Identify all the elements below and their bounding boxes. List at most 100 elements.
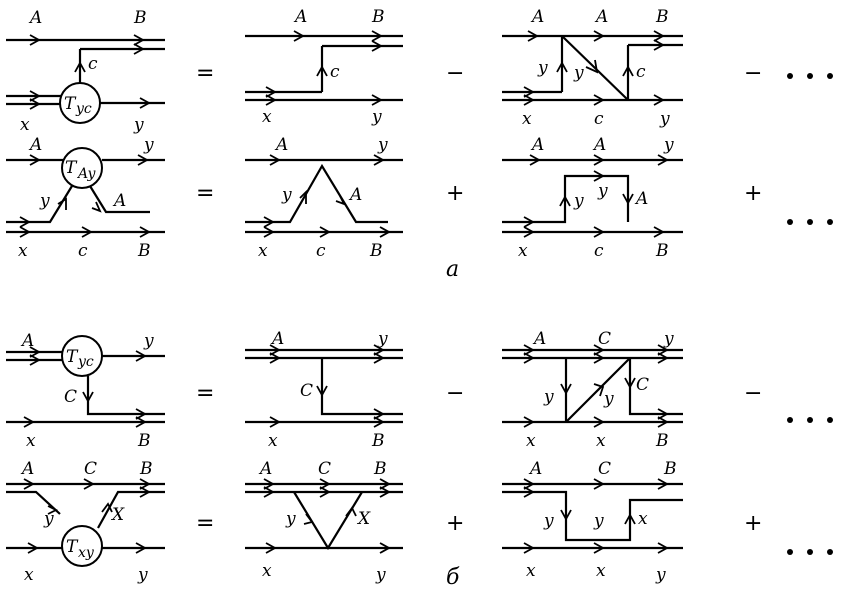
t-label: T (66, 347, 79, 367)
label-B: B (139, 459, 153, 479)
ellipsis-row3 (787, 417, 833, 423)
label-C: C (84, 459, 97, 479)
label-x: x (24, 565, 34, 585)
label-x: x (258, 241, 268, 261)
operator-equals: = (196, 181, 214, 206)
label-x2: x (596, 431, 606, 451)
row4-term2-diagram: A C B y y x x x y (502, 459, 683, 585)
row1-lhs-diagram: T yc A B c x y (6, 8, 165, 135)
t-subscript: yc (77, 354, 94, 370)
operator-minus: − (446, 61, 464, 86)
t-subscript: xy (78, 545, 95, 561)
label-x: x (522, 109, 532, 129)
label-y3: y (655, 565, 666, 585)
label-A2: A (348, 185, 362, 205)
label-y2: y (573, 191, 584, 211)
row3-lhs-diagram: T yc A y C x B (6, 331, 165, 451)
label-y2: y (281, 185, 292, 205)
label-x: x (262, 107, 272, 127)
label-y1: y (663, 329, 674, 349)
ellipsis-row4 (787, 549, 833, 555)
label-c: c (316, 241, 326, 261)
label-y: y (371, 107, 382, 127)
row1-term1-diagram: A B c x y (245, 7, 403, 127)
operator-equals: = (196, 381, 214, 406)
label-c: c (88, 54, 98, 74)
row1-term2-diagram: A A B y y c x c y (502, 7, 683, 129)
label-B: B (369, 241, 383, 261)
label-x1: x (526, 561, 536, 581)
label-B: B (663, 459, 677, 479)
label-C2: C (636, 375, 649, 395)
t-subscript: yc (75, 101, 92, 117)
label-C: C (300, 381, 313, 401)
label-x1: x (526, 431, 536, 451)
t-subscript: Ay (76, 166, 97, 182)
label-X: X (356, 509, 371, 529)
t-label: T (66, 537, 79, 557)
t-matrix-circle (61, 525, 103, 567)
label-c: c (330, 62, 340, 82)
label-A2: A (594, 7, 608, 27)
label-X: x (638, 509, 648, 529)
ellipsis-row1 (787, 73, 833, 79)
label-y: y (143, 135, 154, 155)
operator-plus: + (446, 511, 464, 536)
label-c: c (594, 241, 604, 261)
operator-minus: − (446, 381, 464, 406)
label-y2: y (375, 565, 386, 585)
t-matrix-circle (61, 147, 103, 189)
label-x: x (262, 561, 272, 581)
label-y1: y (663, 135, 674, 155)
label-B: B (133, 8, 147, 28)
label-B: B (655, 7, 669, 27)
t-matrix-circle (59, 82, 101, 124)
label-x: x (518, 241, 528, 261)
label-X: X (110, 505, 125, 525)
row2-term2-diagram: A A y y y A x c B (502, 135, 683, 261)
label-y: y (133, 115, 144, 135)
label-C: C (318, 459, 331, 479)
label-A: A (28, 8, 42, 28)
label-A: A (270, 329, 284, 349)
row4-lhs-diagram: T xy A C B y X x y (6, 459, 165, 585)
operator-minus: − (744, 381, 762, 406)
operator-plus: + (446, 181, 464, 206)
label-B: B (655, 241, 669, 261)
panel-label-b: б (446, 565, 460, 590)
label-y: y (377, 135, 388, 155)
label-B: B (137, 431, 151, 451)
label-x: x (268, 431, 278, 451)
label-A: A (20, 331, 34, 351)
label-A2: A (112, 191, 126, 211)
row2-term1-diagram: A y y A x c B (245, 135, 403, 261)
label-y2: y (137, 565, 148, 585)
t-label: T (64, 94, 77, 114)
label-y2: y (543, 387, 554, 407)
t-matrix-circle (61, 335, 103, 377)
label-c: c (78, 241, 88, 261)
label-B: B (373, 459, 387, 479)
label-y3: y (603, 389, 614, 409)
label-A2: A (592, 135, 606, 155)
label-y3: y (597, 181, 608, 201)
operator-plus: + (744, 181, 762, 206)
label-C: C (598, 459, 611, 479)
label-B: B (371, 431, 385, 451)
label-y: y (143, 331, 154, 351)
label-A: A (293, 7, 307, 27)
panel-label-a: а (446, 257, 459, 282)
operator-minus: − (744, 61, 762, 86)
t-label: T (65, 158, 78, 178)
label-A: A (532, 329, 546, 349)
operator-equals: = (196, 511, 214, 536)
row3-term2-diagram: A C y y y C x x B (502, 329, 683, 451)
label-A: A (528, 459, 542, 479)
label-y: y (377, 329, 388, 349)
label-A1: A (530, 7, 544, 27)
label-y2: y (39, 191, 50, 211)
label-A3: A (634, 189, 648, 209)
row4-term1-diagram: A C B y X x y (245, 459, 403, 585)
label-x: x (18, 241, 28, 261)
